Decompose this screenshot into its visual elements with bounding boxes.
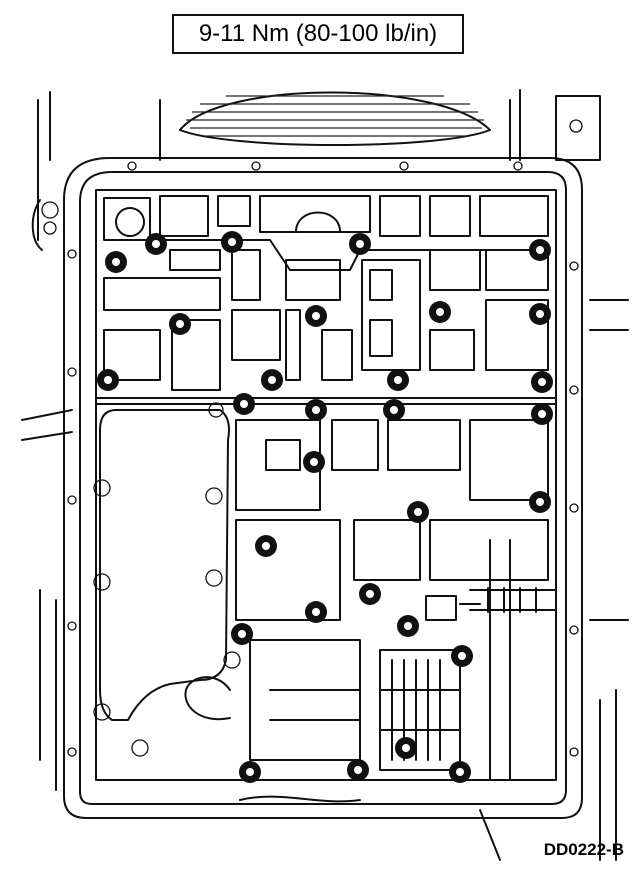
torque-spec-label: 9-11 Nm (80-100 lb/in): [172, 14, 464, 54]
bolt-1: [105, 251, 127, 273]
figure-code: DD0222-B: [543, 840, 624, 859]
bolt-16: [383, 399, 405, 421]
bolt-23: [359, 583, 381, 605]
bolt-8: [429, 301, 451, 323]
bolt-6: [169, 313, 191, 335]
valve-body-bolts: [97, 231, 553, 783]
bolt-14: [233, 393, 255, 415]
bolt-29: [347, 759, 369, 781]
case-outline-right: [519, 89, 629, 861]
bolt-3: [221, 231, 243, 253]
bolt-7: [305, 305, 327, 327]
bolt-15: [305, 399, 327, 421]
bolt-5: [529, 239, 551, 261]
bolt-25: [231, 623, 253, 645]
pan-flange: [63, 157, 583, 819]
flange-holes: [67, 161, 579, 757]
case-outline-left: [21, 91, 73, 791]
bolt-19: [407, 501, 429, 523]
bolt-2: [145, 233, 167, 255]
bolt-21: [255, 535, 277, 557]
bolt-11: [261, 369, 283, 391]
filter-screen: [159, 91, 511, 161]
bolt-12: [387, 369, 409, 391]
bolt-26: [451, 645, 473, 667]
bolt-20: [529, 491, 551, 513]
bolt-28: [239, 761, 261, 783]
lower-case-lines: [239, 795, 501, 861]
bolt-27: [395, 737, 417, 759]
bolt-10: [97, 369, 119, 391]
bolt-30: [449, 761, 471, 783]
bolt-17: [531, 403, 553, 425]
bolt-9: [529, 303, 551, 325]
valve-body-plate: [93, 189, 557, 781]
bolt-4: [349, 233, 371, 255]
bolt-24: [397, 615, 419, 637]
bolt-22: [305, 601, 327, 623]
bolt-13: [531, 371, 553, 393]
bolt-18: [303, 451, 325, 473]
